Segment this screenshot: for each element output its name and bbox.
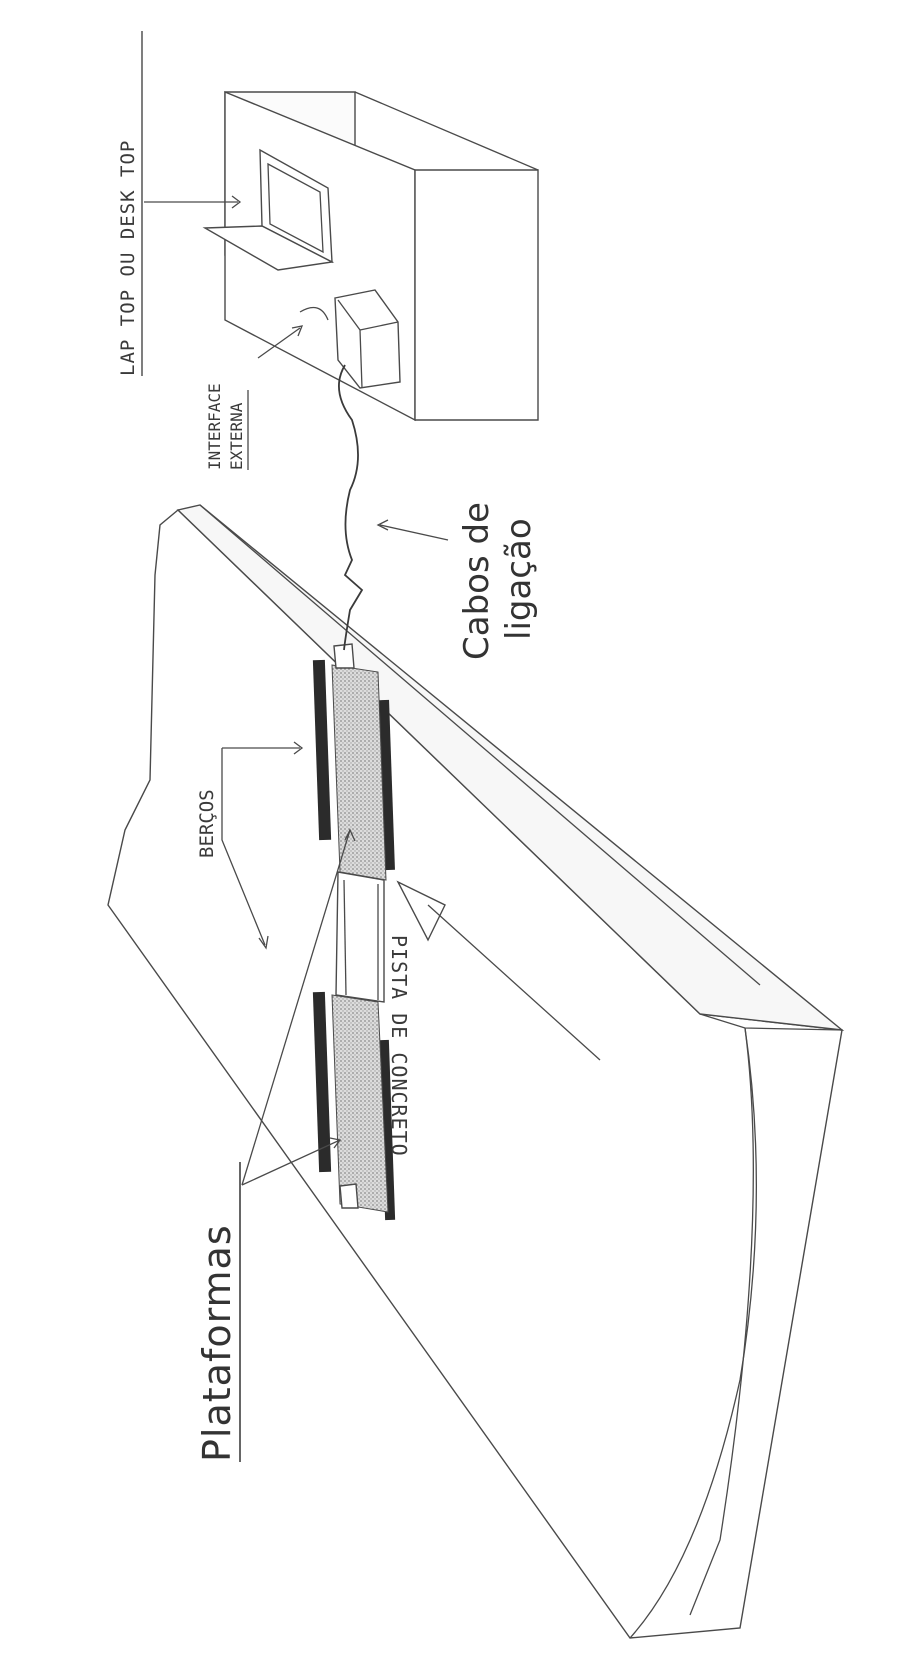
- external-interface-box: [334, 289, 401, 389]
- leader-lines: [144, 195, 601, 1186]
- rail-left-lower: [312, 991, 332, 1173]
- platform-lower: [331, 994, 389, 1213]
- platform-assembly: [312, 643, 396, 1221]
- label-cables-line1: Cabos de: [457, 502, 497, 660]
- label-cables-line2: ligação: [499, 518, 539, 640]
- concrete-slab: [107, 504, 845, 1639]
- label-interface-line1: INTERFACE: [205, 383, 224, 470]
- label-plataformas: Plataformas: [195, 1224, 239, 1462]
- laptop: [202, 148, 335, 271]
- rail-right-upper: [379, 699, 395, 871]
- platform-upper: [331, 664, 387, 881]
- rail-left-upper: [312, 659, 332, 841]
- label-pista: PISTA DE CONCRETO: [387, 935, 411, 1157]
- label-bercos: BERÇOS: [196, 789, 218, 858]
- connection-cable: [338, 364, 364, 651]
- label-laptop: LAP TOP OU DESK TOP: [117, 140, 139, 376]
- label-interface-line2: EXTERNA: [227, 402, 246, 470]
- rail-right-lower: [378, 1039, 396, 1221]
